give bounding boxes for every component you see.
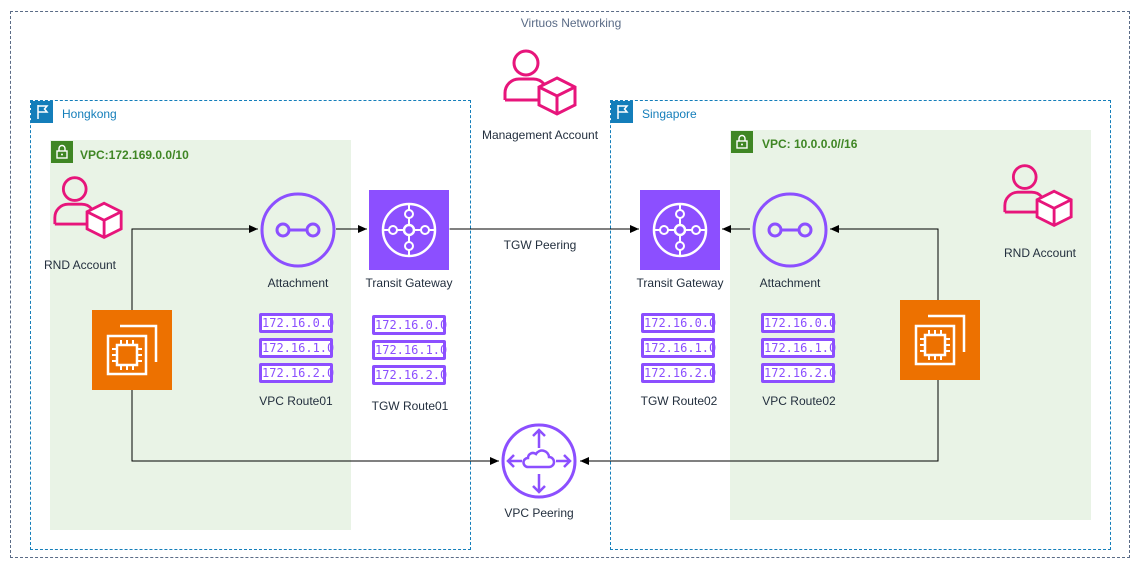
ec2-icon-left <box>92 310 172 390</box>
route-entry: 172.16.1.0 <box>372 340 447 360</box>
tgw-peering-label: TGW Peering <box>503 238 577 252</box>
vpc-route-table-left: 172.16.0.0 172.16.1.0 172.16.2.0 <box>259 313 335 383</box>
transit-gateway-icon-left <box>369 190 449 270</box>
vpc-peering-label: VPC Peering <box>504 506 574 520</box>
diagram-title: Virtuos Networking <box>520 16 622 30</box>
route-entry: 172.16.0.0 <box>761 313 836 333</box>
attachment-label-right: Attachment <box>759 276 821 290</box>
rnd-account-label-right: RND Account <box>1003 246 1077 260</box>
route-entry: 172.16.1.0 <box>641 338 716 358</box>
vpc-route-table-label-right: VPC Route02 <box>762 394 836 408</box>
transit-gateway-label-right: Transit Gateway <box>636 276 724 290</box>
rnd-account-icon-left <box>50 172 126 244</box>
virtuos-networking-group <box>10 11 1130 558</box>
route-entry: 172.16.0.0 <box>259 313 334 333</box>
route-entry: 172.16.0.0 <box>372 315 447 335</box>
tgw-route-table-label-left: TGW Route01 <box>371 399 449 413</box>
tgw-route-table-right: 172.16.0.0 172.16.1.0 172.16.2.0 <box>641 313 717 383</box>
attachment-icon-left <box>259 191 337 269</box>
route-entry: 172.16.1.0 <box>761 338 836 358</box>
route-entry: 172.16.1.0 <box>259 338 334 358</box>
route-entry: 172.16.2.0 <box>761 363 836 383</box>
route-entry: 172.16.0.0 <box>641 313 716 333</box>
region-label-hongkong: Hongkong <box>62 107 117 121</box>
route-entry: 172.16.2.0 <box>372 365 447 385</box>
management-account-label: Management Account <box>481 128 599 142</box>
region-flag-icon <box>611 101 633 123</box>
transit-gateway-label-left: Transit Gateway <box>365 276 453 290</box>
management-account-icon <box>500 45 580 117</box>
region-singapore <box>610 100 1111 550</box>
rnd-account-icon-right <box>1000 160 1076 232</box>
vpc-lock-icon <box>731 131 753 153</box>
edge-ec2-to-attachment-right <box>830 225 939 300</box>
attachment-label-left: Attachment <box>267 276 329 290</box>
vpc-peering-icon <box>500 422 578 500</box>
transit-gateway-icon-right <box>640 190 720 270</box>
tgw-route-table-label-right: TGW Route02 <box>640 394 718 408</box>
rnd-account-label-left: RND Account <box>43 258 117 272</box>
region-hongkong <box>30 100 471 550</box>
vpc-lock-icon <box>51 141 73 163</box>
edge-ec2-to-attachment-left <box>131 225 258 310</box>
vpc-route-table-right: 172.16.0.0 172.16.1.0 172.16.2.0 <box>761 313 837 383</box>
edge-ec2-to-vpc-peering-left <box>131 388 499 465</box>
tgw-route-table-left: 172.16.0.0 172.16.1.0 172.16.2.0 <box>372 315 448 385</box>
vpc-label-singapore: VPC: 10.0.0.0//16 <box>762 137 858 151</box>
region-flag-icon <box>31 101 53 123</box>
attachment-icon-right <box>751 191 829 269</box>
route-entry: 172.16.2.0 <box>641 363 716 383</box>
region-label-singapore: Singapore <box>642 107 697 121</box>
edge-ec2-to-vpc-peering-right <box>580 380 939 465</box>
ec2-icon-right <box>900 300 980 380</box>
route-entry: 172.16.2.0 <box>259 363 334 383</box>
vpc-label-hongkong: VPC:172.169.0.0/10 <box>80 148 189 162</box>
vpc-route-table-label-left: VPC Route01 <box>259 394 333 408</box>
